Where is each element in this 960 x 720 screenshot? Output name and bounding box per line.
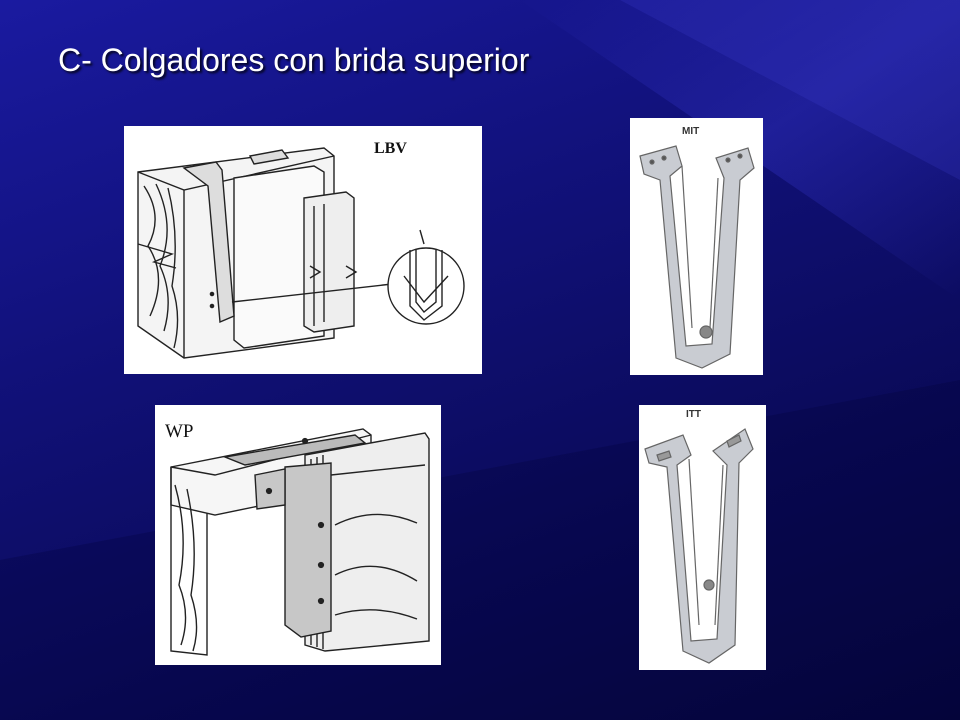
mit-label: MIT	[682, 126, 700, 137]
itt-label: ITT	[686, 409, 701, 420]
lbv-label: LBV	[374, 140, 407, 157]
slide-title: C- Colgadores con brida superior	[58, 42, 530, 78]
wp-label: WP	[165, 421, 194, 442]
itt-hanger-drawing	[644, 428, 754, 664]
mit-hanger-drawing	[639, 145, 755, 369]
mit-hanger-figure: MIT	[630, 118, 763, 375]
wp-hanger-figure: WP	[155, 405, 441, 665]
wp-hanger-drawing	[170, 428, 430, 656]
lbv-hanger-drawing	[137, 147, 465, 359]
itt-hanger-figure: ITT	[639, 405, 766, 670]
lbv-hanger-figure: LBV	[124, 126, 482, 374]
